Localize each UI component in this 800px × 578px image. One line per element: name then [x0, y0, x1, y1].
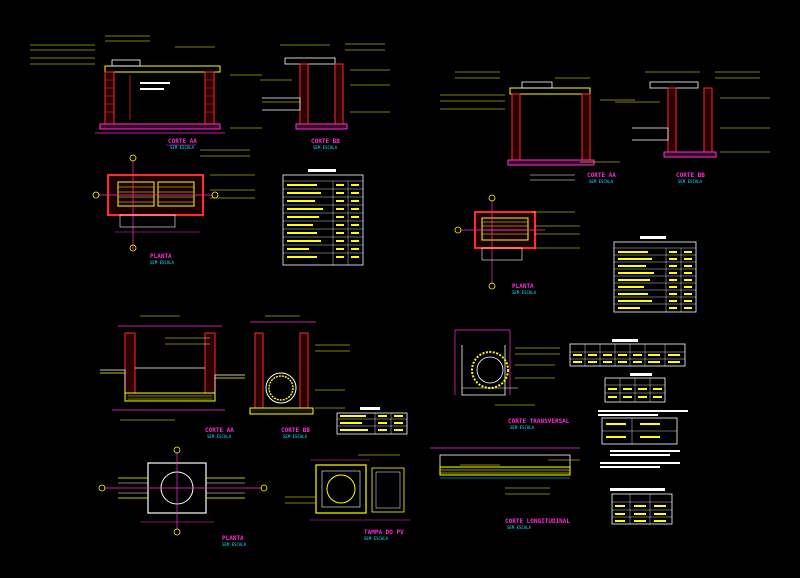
- view-scale: SEM ESCALA: [364, 536, 389, 541]
- q3-corte-bb-section: CORTE BB SEM ESCALA: [249, 315, 350, 439]
- q1-planta-view: PLANTA SEM ESCALA: [92, 149, 255, 265]
- view-title: CORTE AA: [587, 172, 616, 179]
- q4-table-top: [569, 339, 686, 367]
- view-scale: SEM ESCALA: [283, 434, 308, 439]
- q4-corte-transversal-section: CORTE TRANSVERSAL SEM ESCALA: [454, 329, 570, 430]
- q1-quantities-table: [282, 169, 364, 266]
- view-scale: SEM ESCALA: [678, 179, 703, 184]
- q2-planta-view: PLANTA SEM ESCALA: [454, 194, 580, 295]
- q4-corte-longitudinal-section: CORTE LONGITUDINAL SEM ESCALA: [430, 447, 580, 530]
- view-title: CORTE AA: [205, 427, 234, 434]
- view-title: CORTE BB: [676, 172, 705, 179]
- view-scale: SEM ESCALA: [589, 179, 614, 184]
- q2-corte-bb-section: CORTE BB SEM ESCALA: [615, 71, 770, 184]
- view-scale: SEM ESCALA: [507, 525, 532, 530]
- q4-table-middle: [604, 373, 666, 403]
- view-scale: SEM ESCALA: [207, 434, 232, 439]
- q1-corte-bb-section: CORTE BB SEM ESCALA: [260, 43, 390, 150]
- view-scale: SEM ESCALA: [313, 145, 338, 150]
- q3-planta-view: PLANTA SEM ESCALA: [98, 446, 268, 547]
- q4-table-lower: [598, 410, 688, 468]
- view-title: CORTE BB: [311, 138, 340, 145]
- view-scale: SEM ESCALA: [170, 145, 195, 150]
- view-scale: SEM ESCALA: [150, 260, 175, 265]
- view-title: TAMPA DO PV: [364, 529, 404, 536]
- view-scale: SEM ESCALA: [510, 425, 535, 430]
- view-scale: SEM ESCALA: [512, 290, 537, 295]
- q3-table: [336, 407, 408, 435]
- q4-table-bottom: [610, 488, 673, 525]
- q2-corte-aa-section: CORTE AA SEM ESCALA: [440, 71, 635, 184]
- view-title: CORTE TRANSVERSAL: [508, 418, 570, 425]
- view-title: PLANTA: [150, 253, 172, 260]
- view-title: CORTE BB: [281, 427, 310, 434]
- view-title: PLANTA: [222, 535, 244, 542]
- view-title: PLANTA: [512, 283, 534, 290]
- q3-tampa-view: TAMPA DO PV SEM ESCALA: [285, 454, 410, 541]
- q1-corte-aa-section: CORTE AA SEM ESCALA: [30, 35, 262, 150]
- q3-corte-aa-section: CORTE AA SEM ESCALA: [100, 315, 245, 439]
- view-scale: SEM ESCALA: [222, 542, 247, 547]
- view-title: CORTE LONGITUDINAL: [505, 518, 570, 525]
- q2-quantities-table: [613, 236, 697, 313]
- view-title: CORTE AA: [168, 138, 197, 145]
